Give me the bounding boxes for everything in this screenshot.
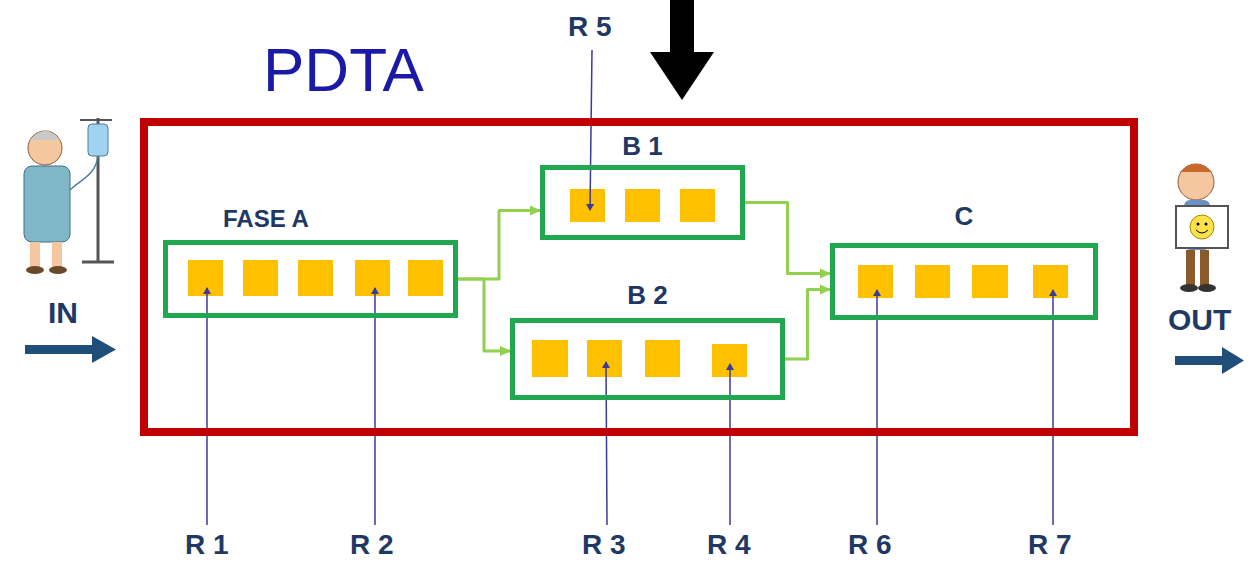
flow-connector <box>745 203 830 274</box>
flow-connector <box>458 211 540 280</box>
out-arrow <box>1175 347 1244 374</box>
phase-box: C <box>830 243 1098 320</box>
callout-number: R 5 <box>568 12 612 43</box>
flow-connector <box>785 290 830 360</box>
pathway-frame: PDTAFASE AB 1B 2C <box>140 118 1138 436</box>
flow-connector <box>458 279 510 351</box>
callout-number: R 7 <box>1028 530 1072 561</box>
callout-number: R 6 <box>848 530 892 561</box>
patient-figure <box>24 118 114 274</box>
phase-heading: C <box>955 202 974 231</box>
callout-number: R 1 <box>185 530 229 561</box>
phase-heading: B 2 <box>627 281 667 310</box>
flow-label: OUT <box>1168 303 1231 336</box>
step-squares <box>188 189 1068 377</box>
phase-box: FASE A <box>163 240 458 318</box>
healthy-man-figure <box>1176 164 1228 292</box>
phase-box: B 1 <box>540 165 745 240</box>
callout-number: R 3 <box>582 530 626 561</box>
input-arrow <box>650 0 714 100</box>
callout-number: R 4 <box>707 530 751 561</box>
diagram-title: PDTA <box>263 36 424 104</box>
phase-heading: FASE A <box>223 206 309 232</box>
phase-heading: B 1 <box>622 132 662 161</box>
flow-label: IN <box>48 296 78 329</box>
in-arrow <box>25 336 116 363</box>
phase-box: B 2 <box>510 318 785 400</box>
callout-number: R 2 <box>350 530 394 561</box>
